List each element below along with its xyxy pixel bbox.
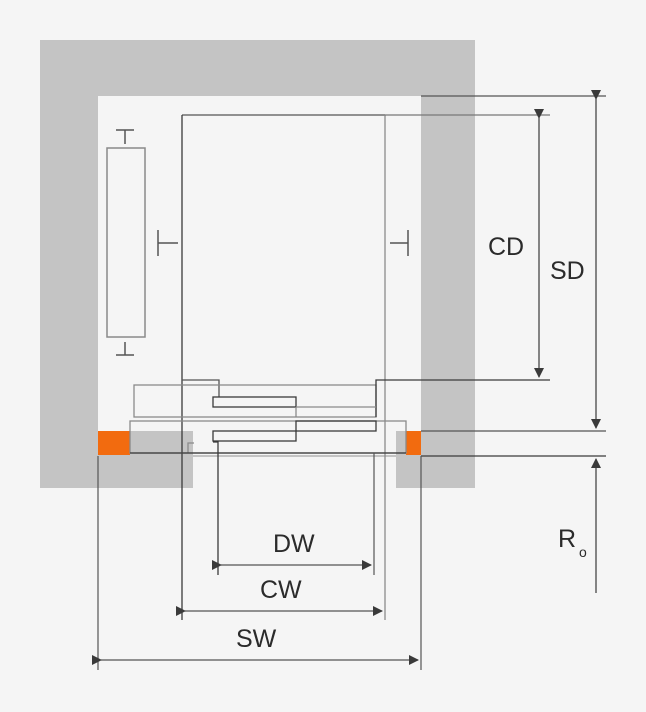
dimension-cw: CW <box>176 576 383 616</box>
dimension-sd: SD <box>550 90 601 429</box>
counterweight <box>106 129 146 356</box>
door-opening <box>193 431 396 489</box>
extension-lines <box>97 95 606 670</box>
elevator-car <box>181 114 386 620</box>
landing-doors <box>129 420 407 575</box>
dimension-dw: DW <box>212 530 372 570</box>
landing-gap <box>98 455 421 457</box>
car-doors <box>133 379 550 418</box>
right-guide-rail <box>390 230 409 256</box>
label-sd: SD <box>550 257 585 285</box>
dimension-cd: CD <box>488 109 544 378</box>
label-dw: DW <box>273 530 315 558</box>
left-door-jamb <box>98 431 130 455</box>
shaft-interior <box>98 96 421 431</box>
label-cd: CD <box>488 233 524 261</box>
label-ro: R <box>558 525 576 553</box>
right-door-jamb <box>406 431 421 455</box>
dimension-ro: R o <box>558 458 601 593</box>
label-ro-subscript: o <box>579 544 587 560</box>
dimension-sw: SW <box>92 625 419 665</box>
left-guide-rail <box>157 230 178 256</box>
label-sw: SW <box>236 625 277 653</box>
label-cw: CW <box>260 576 302 604</box>
